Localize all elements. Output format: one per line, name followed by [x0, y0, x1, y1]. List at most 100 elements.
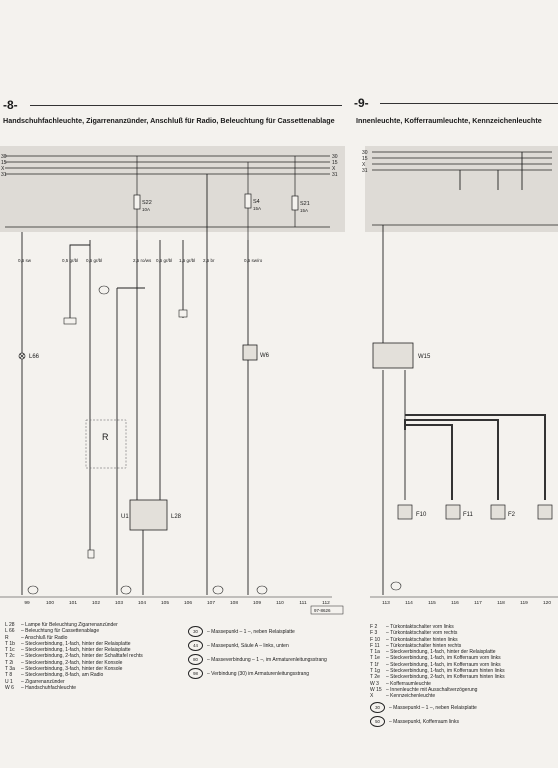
legend-text: – Steckverbindung, 1-fach, hinter der Re… — [21, 640, 131, 647]
legend-row: T 8– Steckverbindung, 8-fach, am Radio — [5, 672, 143, 678]
legend-text: – Steckverbindung, 1-fach, hinter der Re… — [21, 647, 131, 654]
legend-row: T 1b– Steckverbindung, 1-fach, hinter de… — [5, 641, 143, 647]
left-rail-label-30-end: 30 — [332, 154, 338, 160]
right-rail-label-x: X — [362, 162, 366, 168]
left-rail-label-x-end: X — [332, 166, 336, 172]
glovebox-light-w6 — [242, 344, 258, 361]
legend-row: T 1c – Steckverbindung, 1-fach, hinter de… — [5, 647, 143, 653]
left-wires — [21, 174, 249, 595]
lamp-l66 — [18, 352, 26, 360]
col-120: 120 — [543, 600, 551, 606]
left-column-numbers: 99 100 101 102 103 104 105 106 107 108 1… — [24, 600, 330, 606]
interior-light-w15-label: W15 — [418, 354, 431, 360]
switch-f2-label: F2 — [508, 512, 516, 518]
left-rail-label-31-end: 31 — [332, 172, 338, 178]
legend-text: – Türkontaktschalter vorn rechts — [386, 630, 458, 637]
fuse-s22-rating: 10A — [142, 207, 150, 212]
legend-row: T 2c– Steckverbindung, 2-fach, hinter de… — [5, 653, 143, 659]
mass-number: 50 — [370, 716, 385, 727]
door-switches — [397, 504, 553, 520]
left-rail-label-x: X — [1, 166, 5, 172]
right-header-rule — [380, 103, 558, 104]
left-ground-points — [27, 285, 268, 595]
mass-number: 44 — [188, 640, 203, 651]
left-rails — [5, 155, 330, 228]
legend-code: T 2c — [5, 653, 15, 660]
left-wire-labels: 0,5 sw 0,5 gr/bl 0,5 gr/bl 2,5 ro/ws 0,5… — [18, 258, 263, 263]
col-117: 117 — [474, 600, 482, 606]
legend-code: T 8 — [5, 672, 13, 679]
legend-code: T 1f — [370, 661, 379, 668]
legend-code: T 1a — [370, 649, 380, 656]
left-legend: L 28– Lampe für Beleuchtung Zigarrenanzü… — [5, 622, 143, 691]
col-103: 103 — [115, 600, 123, 606]
mass-row: 30 – Massepunkt – 1 –, neben Relaisplatte — [188, 626, 327, 637]
legend-code: F 10 — [370, 636, 381, 643]
cigar-lighter-u1 — [129, 499, 168, 531]
mass-text: – Massepunkt – 1 –, neben Relaisplatte — [389, 704, 477, 711]
col-100: 100 — [46, 600, 54, 606]
legend-text: – Anschluß für Radio — [21, 634, 68, 641]
col-110: 110 — [276, 600, 284, 606]
wire-label-col104: 2,5 ro/ws — [133, 258, 152, 263]
legend-text: – Türkontaktschalter hinten rechts — [386, 642, 462, 649]
mass-number: 30 — [188, 626, 203, 637]
legend-code: W 6 — [5, 684, 14, 691]
col-104: 104 — [138, 600, 146, 606]
mass-row: 50 – Massepunkt, Kofferraum links — [370, 716, 477, 727]
legend-text: – Steckverbindung, 1-fach, im Kofferraum… — [386, 655, 501, 662]
col-106: 106 — [184, 600, 192, 606]
legend-row: W 15– Innenleuchte mit Ausschaltverzöger… — [370, 687, 505, 693]
legend-row: F 2– Türkontaktschalter vorn links — [370, 624, 505, 630]
wire-label-col105: 0,5 gr/bl — [156, 258, 172, 263]
cigar-lighter-u1-label: U1 — [121, 514, 129, 520]
mass-number: 80 — [188, 654, 203, 665]
col-108: 108 — [230, 600, 238, 606]
col-115: 115 — [428, 600, 436, 606]
mass-row: 44– Massepunkt, Säule A – links, unten — [188, 640, 327, 651]
right-rail-label-30: 30 — [362, 150, 368, 156]
left-header-rule — [30, 105, 342, 106]
lamp-l66-label: L66 — [29, 354, 40, 360]
wire-label-col107: 2,5 br — [203, 258, 215, 263]
mass-text: – Massepunkt – 1 –, neben Relaisplatte — [207, 628, 295, 635]
col-101: 101 — [69, 600, 77, 606]
fuse-s21-rating: 15A — [300, 208, 308, 213]
legend-text: – Steckverbindung, 2-fach, hinter der Ko… — [21, 659, 123, 666]
legend-code: T 2e — [370, 674, 380, 681]
mass-text: – Masseverbindung – 1 –, im Armaturenlei… — [207, 656, 327, 663]
legend-text: – Beleuchtung für Cassettenablage — [21, 628, 100, 635]
lamp-l28-label: L28 — [171, 514, 182, 520]
legend-code: T 1c — [5, 647, 15, 654]
col-105: 105 — [161, 600, 169, 606]
legend-row: L 66– Beleuchtung für Cassettenablage — [5, 628, 143, 634]
legend-text: – Steckverbindung, 1-fach, hinter der Re… — [386, 649, 496, 656]
mass-number: 98 — [188, 668, 203, 679]
legend-row: T 2e – Steckverbindung, 2-fach, im Koffer… — [370, 674, 505, 680]
fuse-s22 — [133, 156, 141, 240]
col-113: 113 — [382, 600, 390, 606]
left-rail-label-31: 31 — [1, 172, 7, 178]
legend-row: T 1a – Steckverbindung, 1-fach, hinter de… — [370, 649, 505, 655]
legend-text: – Steckverbindung, 1-fach, im Kofferraum… — [386, 668, 505, 675]
left-relay-plate — [0, 146, 345, 232]
fuse-s22-label: S22 — [142, 200, 152, 206]
left-connectors — [63, 309, 188, 559]
legend-code: F 2 — [370, 624, 378, 630]
col-118: 118 — [497, 600, 505, 606]
legend-code: W 15 — [370, 686, 382, 693]
mass-text: – Massepunkt, Kofferraum links — [389, 718, 459, 725]
right-rail-label-15: 15 — [362, 156, 368, 162]
mass-text: – Verbindung (30) im Armaturenleitungsst… — [207, 670, 310, 677]
col-114: 114 — [405, 600, 413, 606]
legend-row: R– Anschluß für Radio — [5, 635, 143, 641]
col-112: 112 — [322, 600, 330, 606]
legend-code: T 3a — [5, 666, 15, 673]
legend-text: – Steckverbindung, 2-fach, im Kofferraum… — [386, 674, 505, 681]
left-mass-legend: 30 – Massepunkt – 1 –, neben Relaisplatte… — [188, 626, 327, 682]
legend-text: – Lampe für Beleuchtung Zigarrenanzünder — [21, 622, 118, 628]
radio-connector-label: R — [102, 432, 109, 442]
legend-row: T 1e– Steckverbindung, 1-fach, im Koffer… — [370, 655, 505, 661]
wire-label-col109: 0,5 sw/ro — [244, 258, 263, 263]
